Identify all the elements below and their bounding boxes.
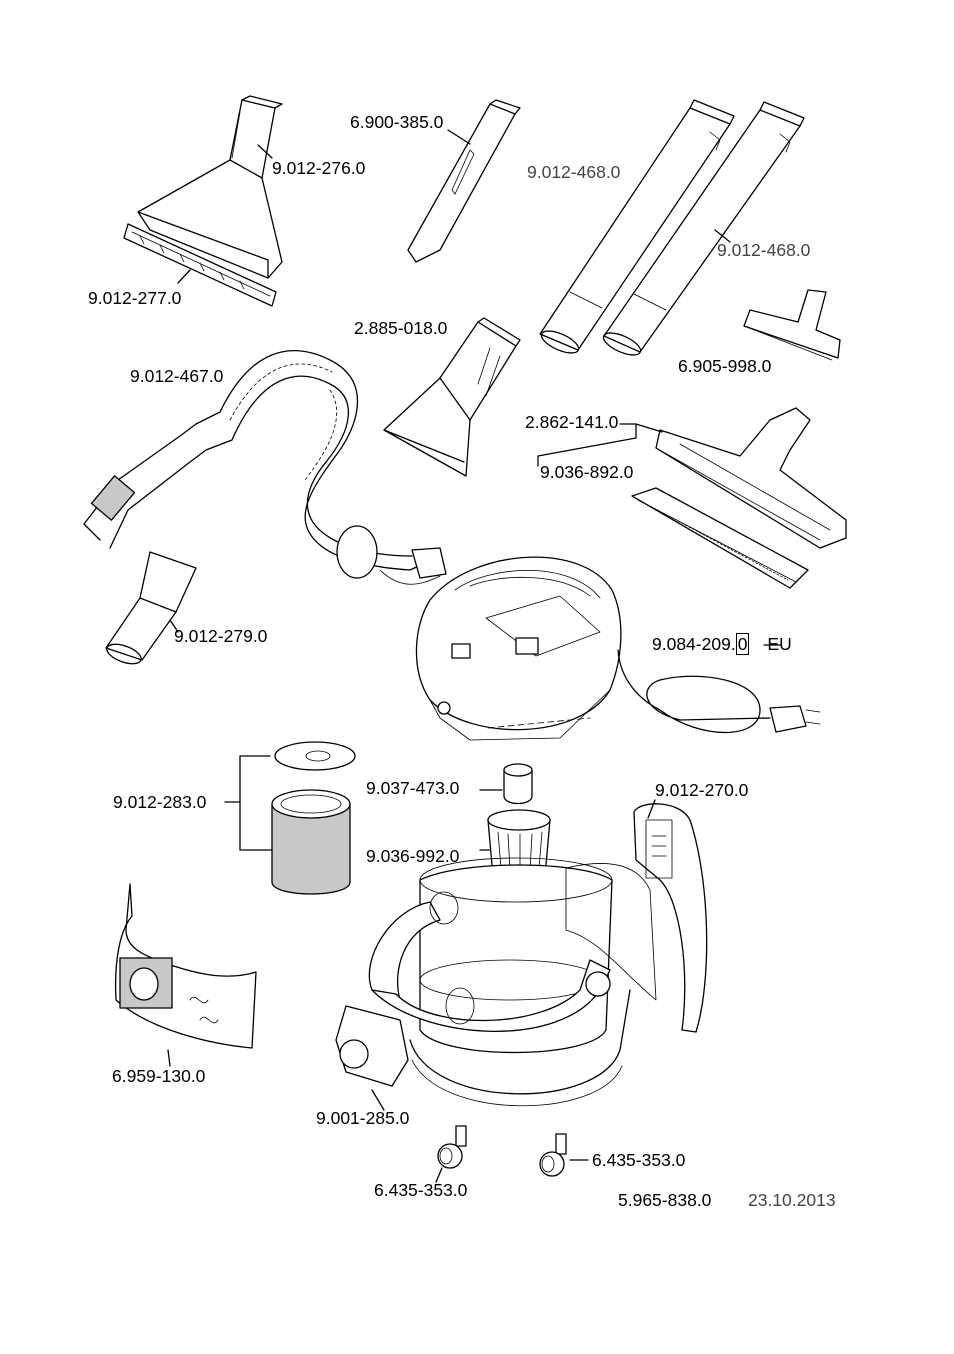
leader-9001285: [371, 1089, 385, 1111]
label-9012283: 9.012-283.0: [113, 792, 207, 812]
label-6435353a: 6.435-353.0: [592, 1150, 686, 1170]
caster-right-drawing: [539, 1133, 567, 1177]
doc-date: 23.10.2013: [748, 1190, 836, 1210]
filter-disc-drawing: [274, 741, 356, 771]
label-9012277: 9.012-277.0: [88, 288, 182, 308]
label-9012468a: 9.012-468.0: [527, 162, 621, 182]
upholstery-nozzle-small-drawing: [383, 317, 521, 477]
filter-cartridge-drawing: [271, 789, 351, 895]
small-nozzle-drawing: [743, 289, 841, 361]
leader-9012277: [177, 269, 191, 284]
label-9084209-number: 9.084-209.: [652, 634, 736, 654]
foam-filter-drawing: [503, 763, 533, 805]
suction-tube-2-drawing: [602, 101, 805, 356]
nozzle-insert-drawing: [123, 223, 277, 307]
adapter-drawing: [105, 551, 197, 665]
label-9084209: 9.084-209.0 EU: [652, 633, 792, 655]
floor-nozzle-insert-drawing: [631, 487, 809, 589]
bracket-2862141: [537, 423, 637, 467]
container-drawing: [368, 857, 631, 1107]
upholstery-nozzle-drawing: [137, 95, 283, 279]
leader-9012468b: [714, 229, 731, 243]
suction-hose-drawing: [83, 350, 447, 585]
doc-number: 5.965-838.0: [618, 1190, 712, 1210]
label-6435353b: 6.435-353.0: [374, 1180, 468, 1200]
caster-left-drawing: [437, 1125, 467, 1169]
leader-9012279: [169, 619, 179, 633]
side-bracket-drawing: [335, 1005, 409, 1087]
filter-bag-drawing: [114, 883, 257, 1049]
label-2862141: 2.862-141.0: [525, 412, 619, 432]
label-9001285: 9.001-285.0: [316, 1108, 410, 1128]
leader-9012270: [647, 799, 656, 819]
label-9012276: 9.012-276.0: [272, 158, 366, 178]
label-2885018: 2.885-018.0: [354, 318, 448, 338]
bracket-9012283: [239, 755, 273, 851]
label-6900385: 6.900-385.0: [350, 112, 444, 132]
label-9012279: 9.012-279.0: [174, 626, 268, 646]
label-9036992: 9.036-992.0: [366, 846, 460, 866]
handle-drawing: [565, 803, 708, 1033]
label-9036892: 9.036-892.0: [540, 462, 634, 482]
label-6905998: 6.905-998.0: [678, 356, 772, 376]
leader-6900385: [447, 129, 471, 145]
label-9012468b: 9.012-468.0: [717, 240, 811, 260]
motor-head-drawing: [415, 556, 622, 741]
suction-tube-1-drawing: [539, 99, 735, 354]
label-9012467: 9.012-467.0: [130, 366, 224, 386]
label-9084209-region: EU: [767, 634, 792, 654]
power-cable-drawing: [617, 649, 821, 734]
label-6959130: 6.959-130.0: [112, 1066, 206, 1086]
label-9012270: 9.012-270.0: [655, 780, 749, 800]
floor-nozzle-drawing: [655, 407, 847, 549]
leader-6959130: [167, 1049, 171, 1067]
leader-6435353b: [435, 1167, 443, 1183]
label-9037473: 9.037-473.0: [366, 778, 460, 798]
label-9084209-variant-box: 0: [735, 633, 750, 655]
leader-2862141: [635, 423, 663, 433]
crevice-nozzle-drawing: [407, 99, 521, 263]
leader-9012276: [257, 144, 273, 159]
